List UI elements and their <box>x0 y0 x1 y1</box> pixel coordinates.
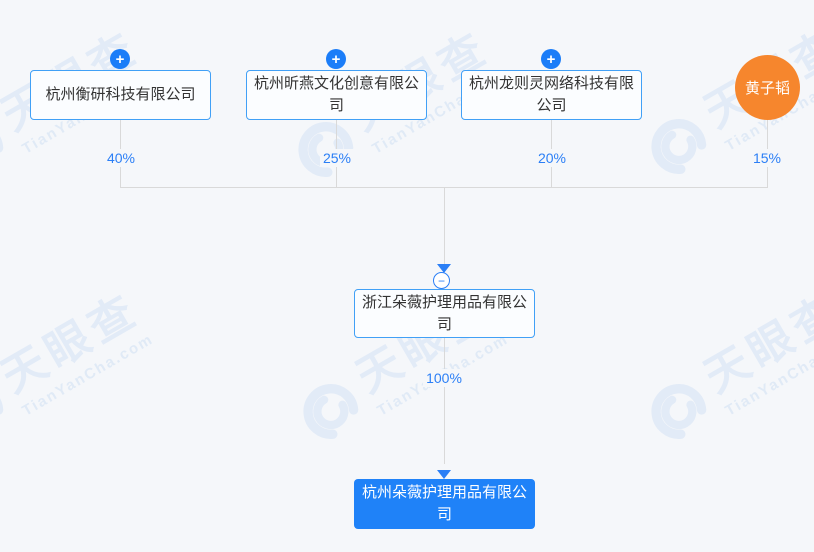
percent-label: 15% <box>749 149 785 167</box>
company-name: 杭州朵薇护理用品有限公司 <box>361 484 527 523</box>
tianyancha-logo-icon <box>651 119 707 174</box>
watermark: 天眼查 TianYanCha.com <box>630 274 814 467</box>
percent-label: 20% <box>534 149 570 167</box>
plus-glyph: + <box>115 50 125 68</box>
connector-to-target <box>444 338 445 464</box>
arrow-down-icon <box>437 264 451 273</box>
tianyancha-logo-icon <box>303 384 359 439</box>
minus-glyph: − <box>437 273 445 288</box>
shareholder-company-node-2[interactable]: 杭州昕燕文化创意有限公司 <box>246 70 427 120</box>
company-name: 浙江朵薇护理用品有限公司 <box>361 293 527 333</box>
shareholder-person-node[interactable]: 黄子韬 <box>735 55 800 120</box>
connector-to-intermediate <box>444 187 445 265</box>
target-company-node[interactable]: 杭州朵薇护理用品有限公司 <box>354 479 535 529</box>
shareholder-company-node-1[interactable]: 杭州衡研科技有限公司 <box>30 70 211 120</box>
expand-icon[interactable]: + <box>326 49 346 69</box>
arrow-down-icon <box>437 470 451 479</box>
percent-label: 40% <box>103 149 139 167</box>
collapse-icon[interactable]: − <box>433 272 450 289</box>
watermark-domain: TianYanCha.com <box>722 330 814 420</box>
company-name: 杭州昕燕文化创意有限公司 <box>253 75 419 114</box>
watermark: 天眼查 TianYanCha.com <box>0 274 165 467</box>
percent-label: 25% <box>319 149 355 167</box>
person-name: 黄子韬 <box>744 80 790 97</box>
tianyancha-logo-icon <box>0 384 4 439</box>
watermark-brand: 天眼查 <box>0 284 148 403</box>
watermark-brand: 天眼查 <box>696 284 814 403</box>
company-name: 杭州衡研科技有限公司 <box>45 86 196 104</box>
expand-icon[interactable]: + <box>110 49 130 69</box>
company-name: 杭州龙则灵网络科技有限公司 <box>468 75 634 114</box>
shareholder-company-node-3[interactable]: 杭州龙则灵网络科技有限公司 <box>461 70 642 120</box>
percent-label: 100% <box>423 369 465 387</box>
watermark-domain: TianYanCha.com <box>19 330 157 420</box>
expand-icon[interactable]: + <box>541 49 561 69</box>
plus-glyph: + <box>546 50 556 68</box>
tianyancha-logo-icon <box>651 384 707 439</box>
intermediate-company-node[interactable]: 浙江朵薇护理用品有限公司 <box>354 289 535 338</box>
tianyancha-logo-icon <box>0 122 4 177</box>
plus-glyph: + <box>331 50 341 68</box>
